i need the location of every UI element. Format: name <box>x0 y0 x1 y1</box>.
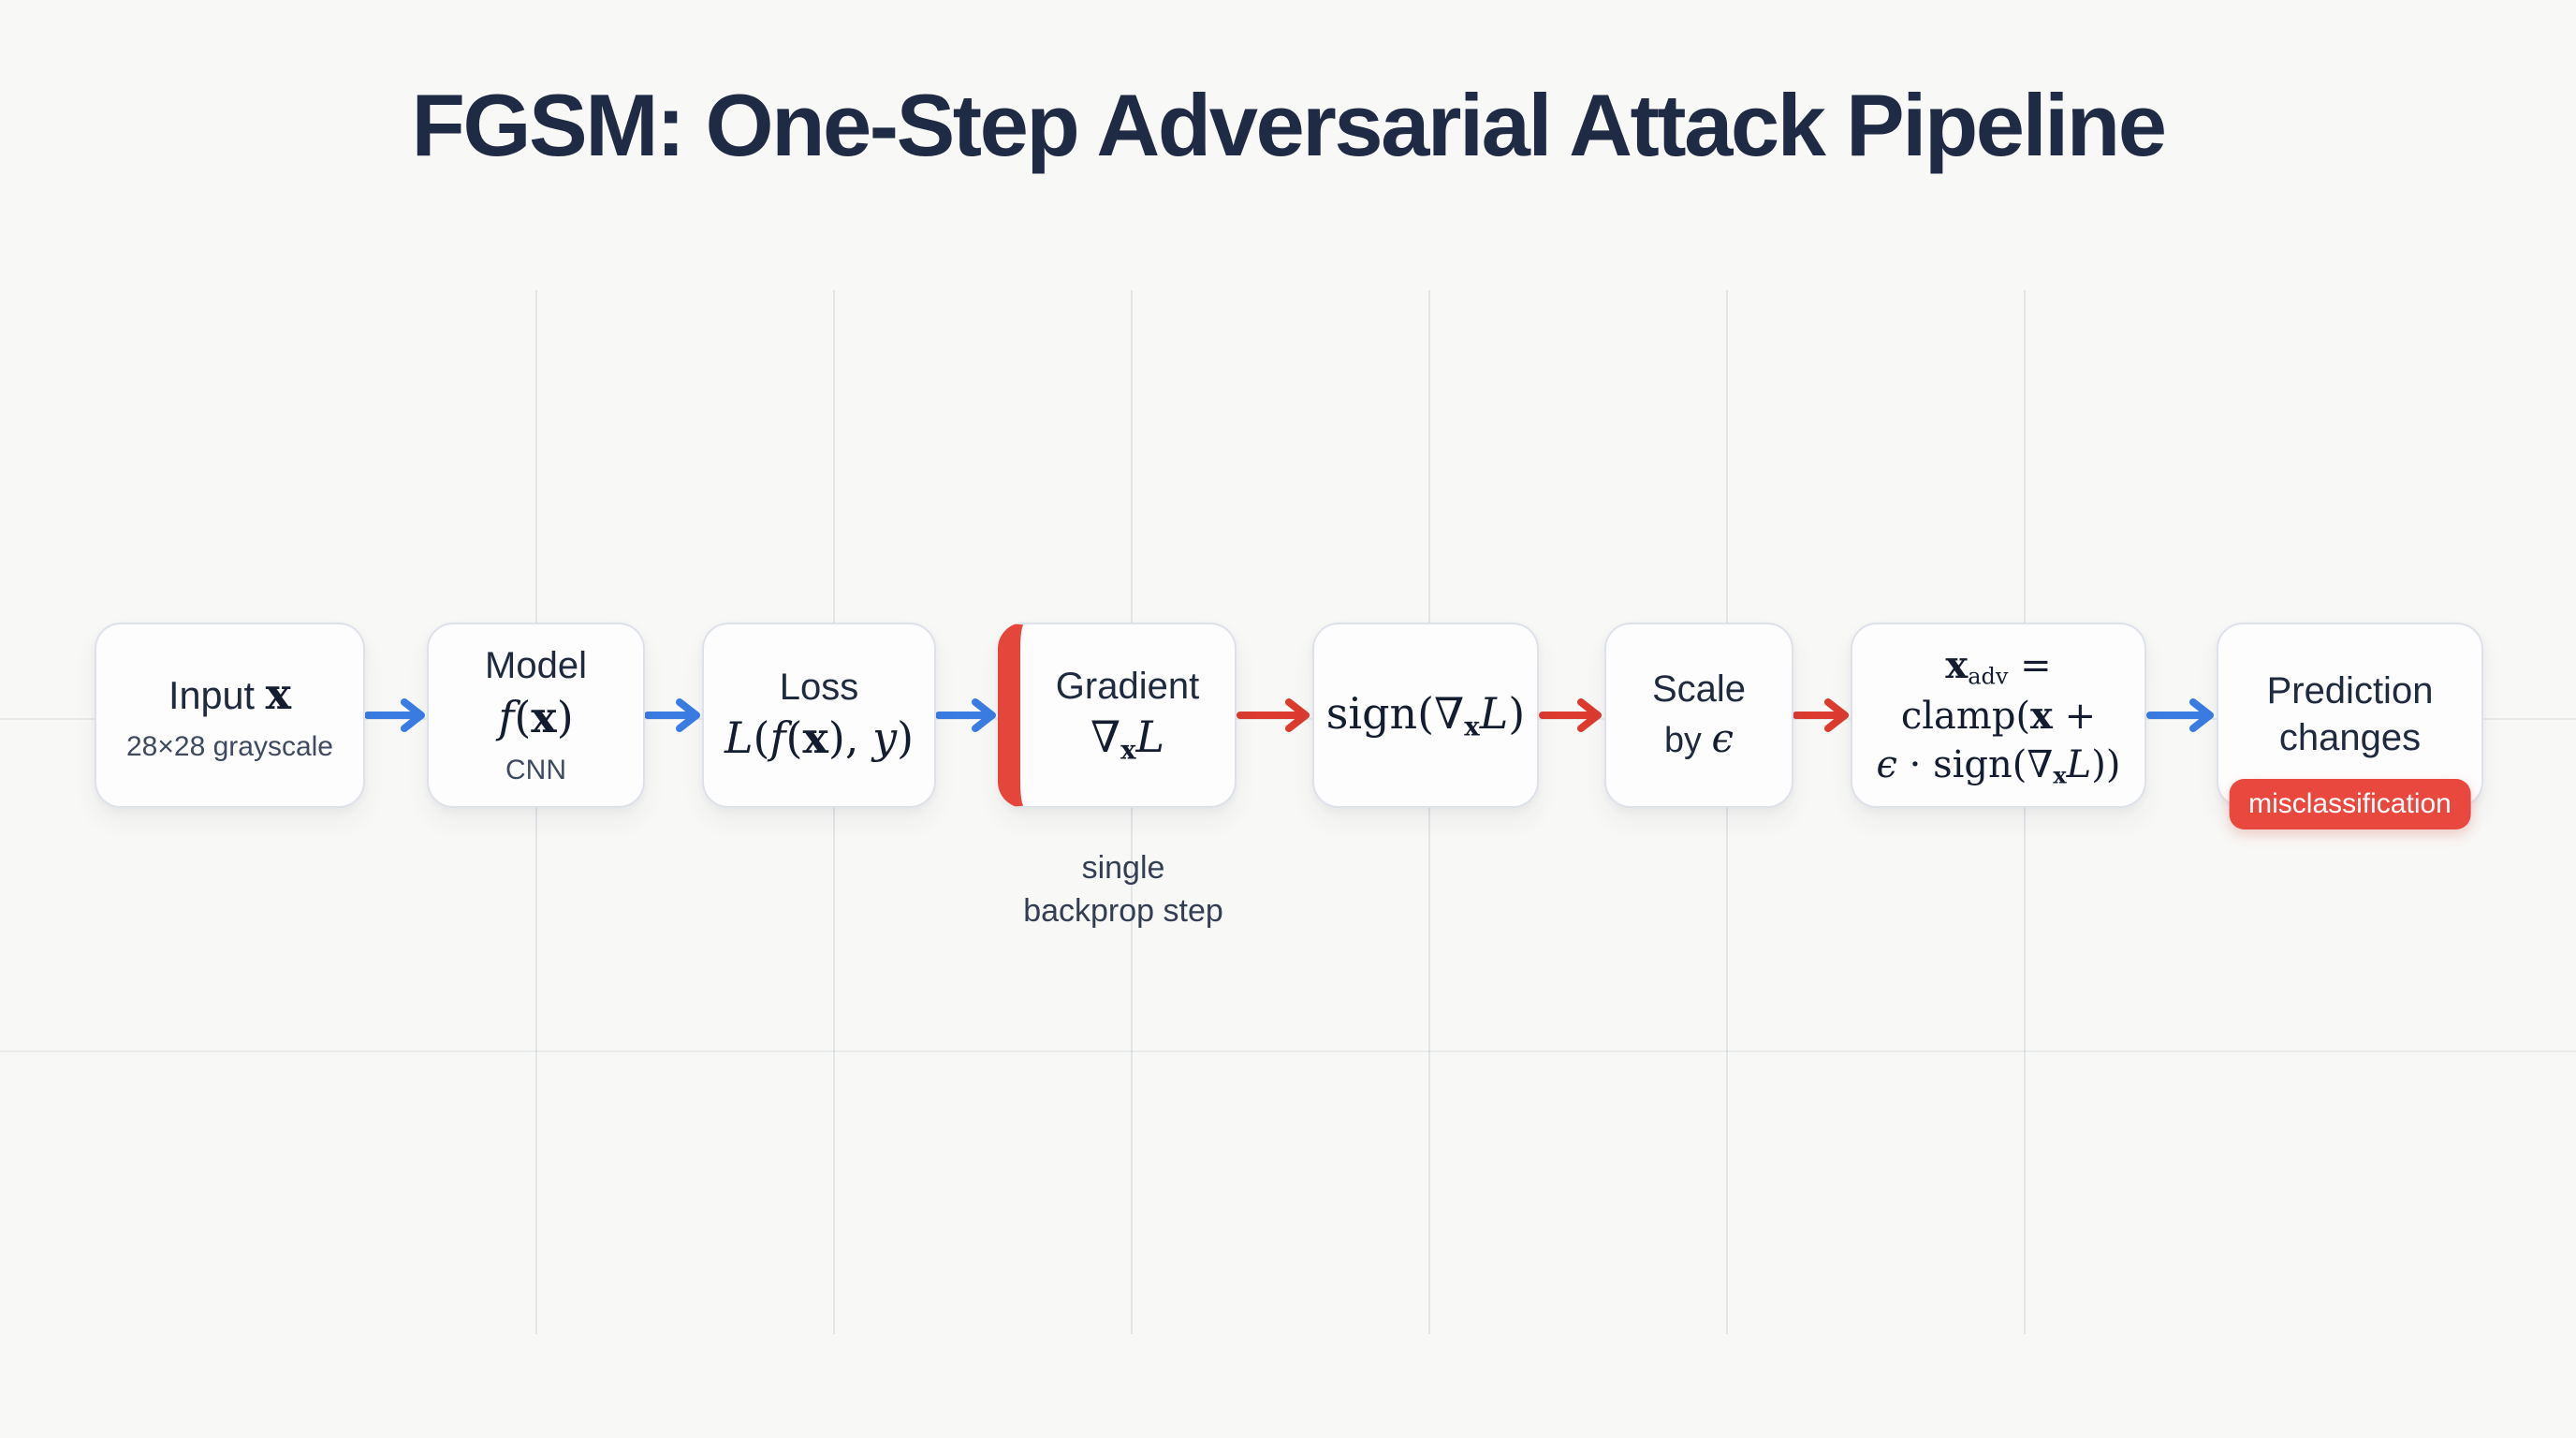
grid-line-vertical <box>535 290 537 1334</box>
box-sign-math: sign(∇xL) <box>1325 688 1526 743</box>
update-formula-line3: ϵ · sign(∇xL)) <box>1876 742 2121 789</box>
box-prediction: Prediction changes misclassification <box>2217 623 2483 829</box>
arrow-right-icon <box>1539 698 1602 732</box>
box-gradient-title: Gradient <box>1055 665 1200 707</box>
grid-line-vertical <box>833 290 835 1334</box>
page-title: FGSM: One-Step Adversarial Attack Pipeli… <box>411 76 2168 174</box>
box-scale-line1: Scale <box>1651 668 1747 711</box>
box-loss: Loss L(f(x), y) <box>702 623 936 808</box>
misclassification-badge: misclassification <box>2229 779 2471 829</box>
box-model-math: f(x) <box>498 691 574 742</box>
box-loss-title: Loss <box>779 666 859 708</box>
box-scale-line2: by ϵ <box>1664 714 1734 761</box>
box-input: Input x 28×28 grayscale <box>95 623 365 808</box>
box-update-formula: xadv = clamp(x + ϵ · sign(∇xL)) <box>1851 623 2146 808</box>
box-prediction-line1: Prediction <box>2266 670 2434 712</box>
pipeline-row: Input x 28×28 grayscale Model f(x) CNN L… <box>95 623 2483 829</box>
backprop-caption-line2: backprop step <box>1023 892 1223 929</box>
box-model-title: Model <box>485 645 587 687</box>
grid-line-vertical <box>2024 290 2026 1334</box>
arrow-right-icon <box>936 698 996 732</box>
box-prediction-line2: changes <box>2278 717 2422 758</box>
backprop-caption-line1: single <box>1081 850 1165 886</box>
update-formula-line2: clamp(x + <box>1900 693 2097 738</box>
box-model: Model f(x) CNN <box>427 623 645 808</box>
box-input-subtitle: 28×28 grayscale <box>126 730 333 762</box>
arrow-right-icon <box>365 698 425 732</box>
grid-line-vertical <box>1726 290 1728 1334</box>
update-formula-line1: xadv = <box>1945 642 2052 690</box>
grid-line-vertical <box>1131 290 1133 1334</box>
arrow-right-icon <box>1793 698 1849 732</box>
box-model-subtitle: CNN <box>505 754 566 785</box>
box-sign: sign(∇xL) <box>1312 623 1539 808</box>
box-loss-math: L(f(x), y) <box>724 712 915 764</box>
backprop-caption: single backprop step <box>1023 847 1223 933</box>
box-scale: Scale by ϵ <box>1604 623 1793 808</box>
box-gradient: Gradient ∇xL <box>998 623 1237 808</box>
box-gradient-math: ∇xL <box>1090 712 1165 766</box>
arrow-right-icon <box>1237 698 1310 732</box>
grid-line-vertical <box>1428 290 1430 1334</box>
grid-line-horizontal <box>0 1050 2576 1052</box>
arrow-right-icon <box>645 698 700 732</box>
box-input-label: Input x <box>168 668 291 720</box>
arrow-right-icon <box>2146 698 2214 732</box>
